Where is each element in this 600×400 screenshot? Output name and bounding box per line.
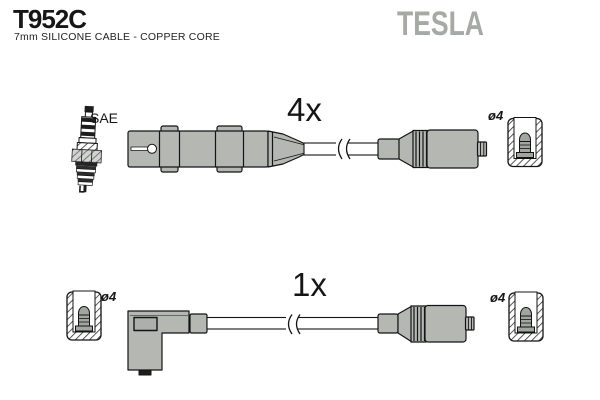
cable-top — [303, 138, 380, 160]
angled-boot — [127, 310, 208, 376]
terminal-cup-icon-bottom-left — [66, 290, 102, 341]
quantity-label-top: 4x — [287, 91, 322, 128]
terminal-cup-icon-bottom-right — [508, 291, 544, 342]
tesla-logo: TESLA — [397, 5, 484, 43]
cable-bottom — [206, 314, 380, 335]
coil-plug-connector — [127, 125, 307, 173]
diameter-label-top-right: ø4 — [488, 108, 504, 123]
diameter-label-bottom-right: ø4 — [490, 290, 506, 305]
cable-assembly-bottom — [66, 290, 544, 376]
terminal-cup-icon-top — [507, 116, 543, 168]
subtitle: 7mm SILICONE CABLE - COPPER CORE — [14, 31, 220, 43]
quantity-label-bottom: 1x — [292, 266, 327, 303]
diameter-label-bottom-left: ø4 — [101, 289, 117, 304]
straight-boot-top — [377, 129, 488, 169]
part-number: T952C — [13, 4, 87, 34]
spark-plug-icon — [71, 105, 103, 193]
cable-assembly-top — [71, 105, 543, 193]
sae-label: SAE — [90, 110, 119, 126]
straight-boot-bottom — [377, 304, 475, 343]
